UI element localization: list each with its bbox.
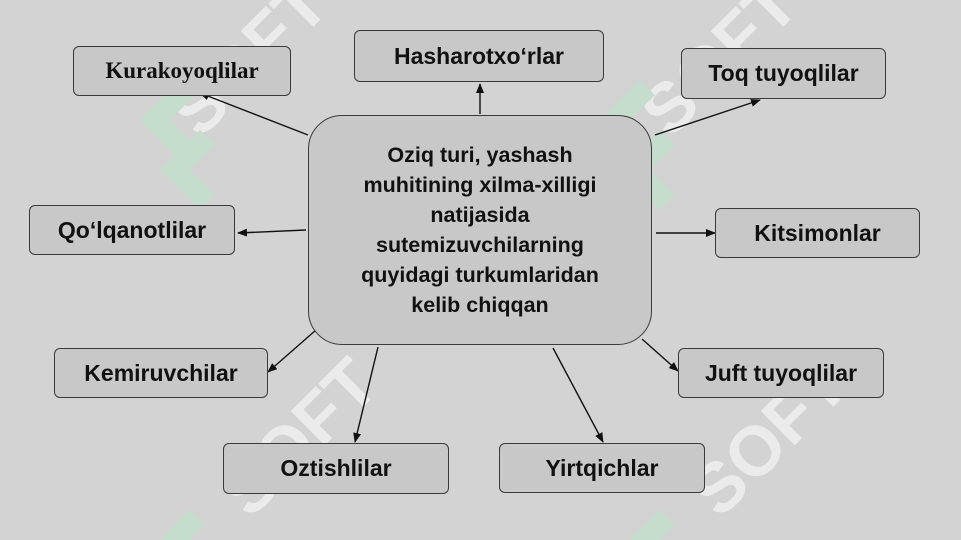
node-qolqanotlilar: Qo‘lqanotlilar [29,205,235,255]
node-yirtqichlar: Yirtqichlar [499,443,705,493]
node-hasharotxorlar: Hasharotxo‘rlar [354,30,604,82]
center-line: natijasida [430,203,530,227]
arrow-to-juft-tuyoqlilar [641,338,679,372]
node-kemiruvchilar: Kemiruvchilar [54,348,268,398]
node-label: Yirtqichlar [545,454,659,481]
arrow-to-kurakoyoqlilar [199,92,309,136]
arrow-to-qolqanotlilar [237,228,307,237]
node-kitsimonlar: Kitsimonlar [715,208,920,258]
node-label: Hasharotxo‘rlar [393,42,564,69]
center-line: Oziq turi, yashash [387,143,573,167]
arrow-to-kemiruvchilar [267,329,317,373]
node-label: Qo‘lqanotlilar [57,216,207,243]
node-toq-tuyoqlilar: Toq tuyoqlilar [681,48,886,99]
node-label: Kurakoyoqlilar [105,58,259,83]
center-line: quyidagi turkumlaridan [361,263,599,287]
node-label: Kitsimonlar [754,219,881,246]
arrow-to-oztishlilar [353,346,379,443]
arrow-to-toq-tuyoqlilar [654,99,761,136]
node-label: Juft tuyoqlilar [704,359,858,386]
center-line: sutemizuvchilarning [376,233,584,257]
node-label: Toq tuyoqlilar [708,60,859,86]
node-label: Oztishlilar [280,455,392,481]
node-juft-tuyoqlilar: Juft tuyoqlilar [678,348,884,398]
node-label: Kemiruvchilar [84,359,238,386]
node-kurakoyoqlilar: Kurakoyoqlilar [73,46,291,96]
center-line: kelib chiqqan [411,293,549,317]
center-line: muhitining xilma-xilligi [363,173,597,197]
arrow-to-yirtqichlar [552,347,604,443]
center-node: Oziq turi, yashash muhitining xilma-xill… [308,115,652,345]
node-oztishlilar: Oztishlilar [223,443,449,494]
